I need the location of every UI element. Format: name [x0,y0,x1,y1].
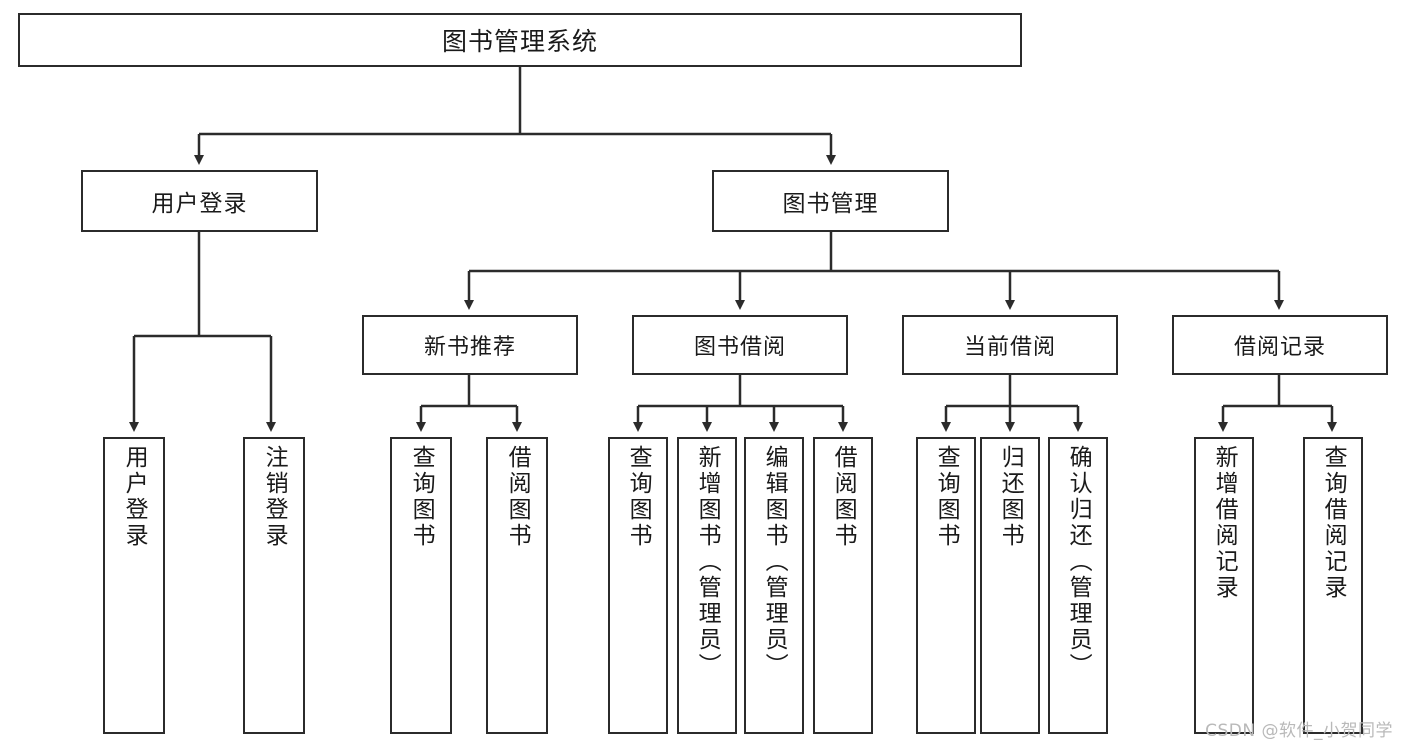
leaf-user-logout-label: 注销登录 [261,445,288,549]
leaf-new-book-borrow-book-label: 借阅图书 [504,445,531,549]
leaf-current-return-book-label: 归还图书 [997,445,1024,549]
leaf-borrow-borrow-book[interactable]: 借阅图书 [813,437,873,734]
leaf-borrow-edit-book-admin-label: 编辑图书（管理员） [761,445,788,679]
leaf-borrow-add-book-admin[interactable]: 新增图书（管理员） [677,437,737,734]
leaf-borrow-add-book-admin-label: 新增图书（管理员） [694,445,721,679]
watermark: CSDN @软件_小贺同学 [1205,721,1393,741]
leaf-borrow-borrow-book-label: 借阅图书 [830,445,857,549]
leaf-new-book-query-book-label: 查询图书 [408,445,435,549]
leaf-current-return-book[interactable]: 归还图书 [980,437,1040,734]
leaf-borrow-query-book-label: 查询图书 [625,445,652,549]
node-new-book-recommend[interactable]: 新书推荐 [362,315,578,375]
leaf-new-book-borrow-book[interactable]: 借阅图书 [486,437,548,734]
leaf-user-login[interactable]: 用户登录 [103,437,165,734]
leaf-current-query-book[interactable]: 查询图书 [916,437,976,734]
node-user-login[interactable]: 用户登录 [81,170,318,232]
node-current-borrow[interactable]: 当前借阅 [902,315,1118,375]
node-current-borrow-label: 当前借阅 [963,335,1056,360]
node-book-borrow[interactable]: 图书借阅 [632,315,848,375]
node-book-management[interactable]: 图书管理 [712,170,949,232]
leaf-new-book-query-book[interactable]: 查询图书 [390,437,452,734]
leaf-records-query-record[interactable]: 查询借阅记录 [1303,437,1363,734]
leaf-borrow-edit-book-admin[interactable]: 编辑图书（管理员） [744,437,804,734]
leaf-user-logout[interactable]: 注销登录 [243,437,305,734]
node-root-book-management-system[interactable]: 图书管理系统 [18,13,1022,67]
leaf-records-add-record-label: 新增借阅记录 [1211,445,1238,601]
leaf-current-confirm-return-admin[interactable]: 确认归还（管理员） [1048,437,1108,734]
leaf-user-login-label: 用户登录 [121,445,148,549]
node-book-management-label: 图书管理 [782,191,879,217]
node-user-login-label: 用户登录 [151,191,248,217]
leaf-current-query-book-label: 查询图书 [933,445,960,549]
node-borrow-records-label: 借阅记录 [1233,335,1326,360]
leaf-records-query-record-label: 查询借阅记录 [1320,445,1347,601]
node-root-label: 图书管理系统 [441,27,598,56]
node-new-book-recommend-label: 新书推荐 [423,335,516,360]
node-book-borrow-label: 图书借阅 [693,335,786,360]
leaf-records-add-record[interactable]: 新增借阅记录 [1194,437,1254,734]
leaf-current-confirm-return-admin-label: 确认归还（管理员） [1065,445,1092,679]
node-borrow-records[interactable]: 借阅记录 [1172,315,1388,375]
leaf-borrow-query-book[interactable]: 查询图书 [608,437,668,734]
